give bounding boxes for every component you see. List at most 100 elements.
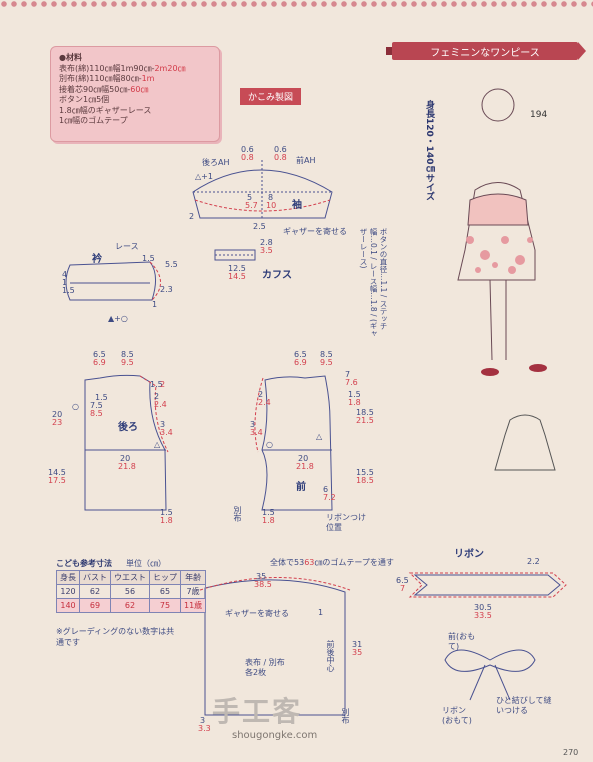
bow-outline [444, 649, 536, 672]
ribbon-front: 前(おもて) [448, 632, 476, 651]
materials-line: 別布(綿)110㎝幅80㎝-1m [59, 74, 155, 83]
back-num-red: 2.4 [154, 400, 167, 409]
sleeve-num: 0.6 [241, 145, 254, 154]
front-num: 6.5 [294, 350, 307, 359]
collar-bottom: ▲+○ [108, 314, 128, 323]
back-num: △ [154, 440, 161, 449]
size-table-unit: 単位（㎝） [126, 559, 166, 568]
skirt-num-red: 3.3 [198, 724, 211, 733]
size-header: 身長 [56, 570, 80, 585]
model-legs [489, 279, 507, 361]
size-header: ウエスト [110, 570, 150, 585]
materials-line: 表布(綿)110㎝幅1m90㎝-2m20㎝ [59, 63, 186, 73]
table-row: 140 69 62 75 11歳 [56, 598, 207, 613]
front-num-red: 21.5 [356, 416, 374, 425]
ribbon-num: 6.5 [396, 576, 409, 585]
sleeve-num: △+1 [195, 172, 213, 181]
sleeve-num: 0.6 [274, 145, 287, 154]
ribbon-num: 2.2 [527, 557, 540, 566]
back-num: 7.5 [90, 401, 103, 410]
skirt-num: 1 [318, 608, 324, 617]
collar-num: 5.5 [165, 260, 178, 269]
ribbon-outline [413, 574, 561, 596]
size-text: 身長120・140㎝サイズ [424, 100, 434, 201]
ribbon-red-line [408, 572, 567, 598]
skirt-num: 31 [352, 640, 363, 649]
front-num-red: 1.8 [262, 516, 275, 525]
front-num: 6 [323, 485, 329, 494]
dress-sketch [494, 414, 556, 471]
front-num-red: 3.4 [250, 428, 263, 437]
collar-lace: レース [115, 242, 139, 251]
back-num: 2 [154, 392, 160, 401]
back-num-red: 8.5 [90, 409, 103, 418]
dress-title: フェミニンなワンピース [430, 47, 540, 59]
front-num-red: 6.9 [294, 358, 307, 367]
back-num-red: 23 [52, 418, 63, 427]
back-num-red: 1.8 [160, 516, 173, 525]
kakomi-label: かこみ製図 [240, 88, 302, 105]
dress-bodice [467, 193, 529, 226]
ribbon-num: 30.5 [474, 603, 492, 612]
front-num: 1.5 [348, 390, 361, 399]
sleeve-num: 5 [247, 193, 253, 202]
materials-line: 接着芯90㎝幅50㎝-60㎝ [59, 84, 149, 94]
collar-num: 1 [152, 300, 158, 309]
sleeve-num-red: 0.8 [274, 153, 287, 162]
back-num: 8.5 [121, 350, 134, 359]
back-num-red: 2 [160, 380, 166, 389]
sleeve-num-red: 5.7 [245, 201, 258, 210]
materials-header: ●材料 [59, 53, 82, 62]
cuff-num: 2.8 [260, 238, 273, 247]
back-num: 1.5 [150, 380, 163, 389]
ribbon-name: リボン [454, 549, 484, 560]
back-num-red: 3.4 [160, 428, 173, 437]
collar-num: 2.3 [160, 285, 173, 294]
materials-box: ●材料 表布(綿)110㎝幅1m90㎝-2m20㎝ 別布(綿)110㎝幅80㎝-… [50, 46, 220, 142]
front-num: 7 [345, 370, 351, 379]
skirt-side: 別布 [341, 708, 350, 724]
skirt-num: 3 [200, 716, 206, 725]
model-number: 194 [530, 110, 548, 120]
front-num-red: 1.8 [348, 398, 361, 407]
sleeve-num: 8 [268, 193, 274, 202]
ribbon-num-red: 33.5 [474, 611, 492, 620]
front-num: 15.5 [356, 468, 374, 477]
back-num: 1.5 [95, 393, 108, 402]
front-num: △ [316, 432, 323, 441]
front-num-red: 7.2 [323, 493, 336, 502]
skirt-elastic-note: 全体で5363㎝のゴムテープを通す [270, 558, 394, 567]
front-num: 20 [298, 454, 309, 463]
title-bar: フェミニンなワンピース [386, 42, 586, 60]
collar-num: 1.5 [142, 254, 155, 263]
back-num-red: 21.8 [118, 462, 136, 471]
back-num-red: 6.9 [93, 358, 106, 367]
skirt-red-line [199, 577, 351, 591]
collar-red-line [149, 261, 161, 301]
materials-line: 1㎝幅のゴムテープ [59, 116, 128, 125]
sleeve-name: 袖 [292, 200, 302, 211]
ribbon-tie-note: ひと結びして縫いつける [496, 696, 552, 715]
sleeve-back-ah: 後ろAH [202, 158, 230, 167]
ribbon-face: リボン(おもて) [442, 706, 472, 725]
front-num: 2 [258, 390, 264, 399]
sleeve-num-red: 10 [266, 201, 277, 210]
watermark-url: shougongke.com [232, 730, 318, 741]
page-number: 270 [563, 748, 579, 757]
size-table-note: ※グレーディングのない数字は共通です [56, 627, 175, 647]
cuff-num-red: 3.5 [260, 246, 273, 255]
collar-num: 4 [62, 270, 68, 279]
front-red-line [254, 377, 264, 453]
dress-flowers [466, 236, 533, 274]
table-row: 120 62 56 65 7歳 [56, 584, 207, 599]
front-num: 1.5 [262, 508, 275, 517]
size-header: バスト [79, 570, 111, 585]
sleeve-outline [192, 169, 333, 219]
skirt-num-red: 35 [352, 648, 363, 657]
size-header: ヒップ [149, 570, 181, 585]
front-bodice-outline [261, 375, 333, 511]
collar-name: 衿 [92, 254, 102, 265]
sleeve-front-ah: 前AH [296, 156, 316, 165]
size-header: 年齢 [179, 570, 207, 585]
